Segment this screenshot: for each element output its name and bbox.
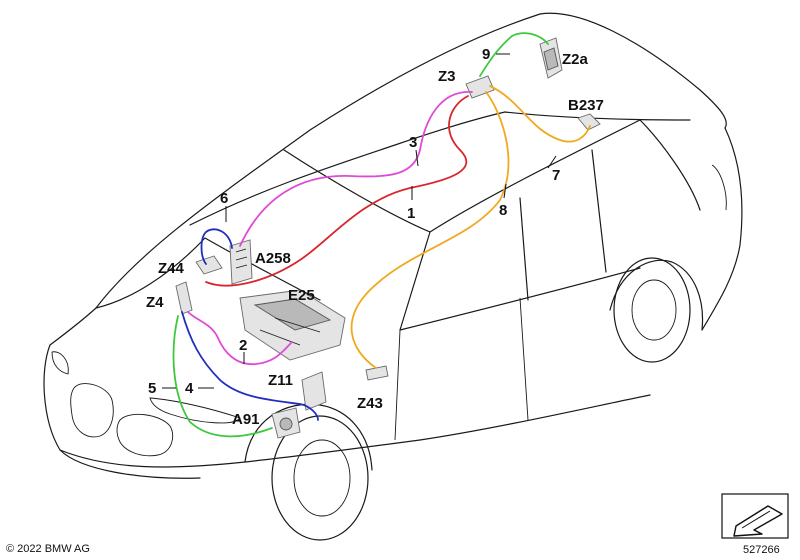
label-9: 9 bbox=[482, 46, 490, 63]
car-body bbox=[43, 12, 743, 541]
cable-1 bbox=[205, 95, 469, 287]
leader-lines bbox=[162, 53, 557, 389]
label-z43: Z43 bbox=[357, 395, 383, 412]
label-2: 2 bbox=[239, 337, 247, 354]
label-1: 1 bbox=[407, 205, 415, 222]
a258-component bbox=[229, 239, 253, 285]
cable-8 bbox=[350, 91, 510, 369]
label-b237: B237 bbox=[568, 97, 604, 114]
label-a258: A258 bbox=[255, 250, 291, 267]
cable-5 bbox=[172, 315, 273, 438]
image-number: 527266 bbox=[743, 544, 780, 556]
z3-component bbox=[465, 75, 495, 99]
z44-component bbox=[195, 255, 223, 275]
a91-component bbox=[271, 407, 301, 439]
label-3: 3 bbox=[409, 134, 417, 151]
label-z2a: Z2a bbox=[562, 51, 589, 68]
z11-component bbox=[301, 371, 327, 411]
navigation-arrow-icon bbox=[721, 493, 789, 539]
footer: © 2022 BMW AG 527266 bbox=[6, 493, 789, 556]
label-z44: Z44 bbox=[158, 260, 185, 277]
cable-2 bbox=[187, 311, 293, 365]
labels: Z2a 9 Z3 B237 3 7 1 8 6 A258 Z44 E25 Z4 … bbox=[146, 46, 604, 428]
label-4: 4 bbox=[185, 380, 194, 397]
label-e25: E25 bbox=[288, 287, 315, 304]
components bbox=[175, 37, 601, 439]
copyright-text: © 2022 BMW AG bbox=[6, 543, 90, 555]
z2a-component bbox=[539, 37, 563, 79]
cable-7 bbox=[489, 85, 591, 143]
label-z4: Z4 bbox=[146, 294, 164, 311]
cable-6 bbox=[200, 228, 233, 265]
label-a91: A91 bbox=[232, 411, 260, 428]
z43-component bbox=[365, 365, 389, 381]
cable-3 bbox=[239, 91, 473, 247]
label-7: 7 bbox=[552, 167, 560, 184]
cables bbox=[172, 32, 591, 438]
label-8: 8 bbox=[499, 202, 507, 219]
e25-component bbox=[239, 289, 346, 361]
cable-4 bbox=[181, 311, 319, 421]
label-z3: Z3 bbox=[438, 68, 456, 85]
z4-component bbox=[175, 281, 193, 315]
b237-component bbox=[577, 113, 601, 131]
label-5: 5 bbox=[148, 380, 156, 397]
label-6: 6 bbox=[220, 190, 228, 207]
cable-9 bbox=[479, 32, 549, 77]
label-z11: Z11 bbox=[268, 372, 293, 389]
